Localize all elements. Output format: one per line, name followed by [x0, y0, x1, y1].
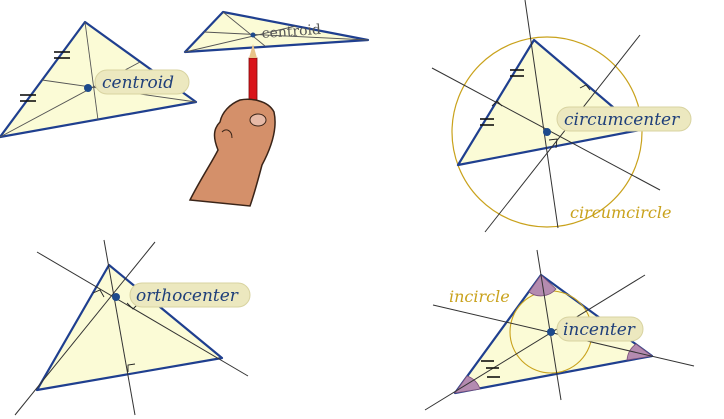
incenter-label: incenter [563, 320, 636, 340]
centroid-card-label: centroid [261, 22, 321, 42]
circumcenter-point [543, 128, 551, 136]
circumcenter-label: circumcenter [564, 110, 680, 130]
circumcenter-panel: circumcenter circumcircle [431, 0, 692, 233]
centroid-label: centroid [102, 73, 174, 93]
incircle-label: incircle [449, 287, 510, 306]
circumcircle-label: circumcircle [570, 203, 671, 222]
hand [188, 98, 276, 207]
orthocenter-label: orthocenter [136, 286, 239, 306]
incenter-panel: incenter incircle [424, 249, 695, 411]
centroid-point [84, 84, 92, 92]
circumcircle [451, 36, 643, 228]
orthocenter-point [112, 293, 120, 301]
incenter-point [547, 328, 555, 336]
orthocenter-panel: orthocenter [14, 239, 251, 416]
centroid-panel: centroid [0, 20, 198, 139]
balance-illustration: centroid [183, 10, 370, 207]
